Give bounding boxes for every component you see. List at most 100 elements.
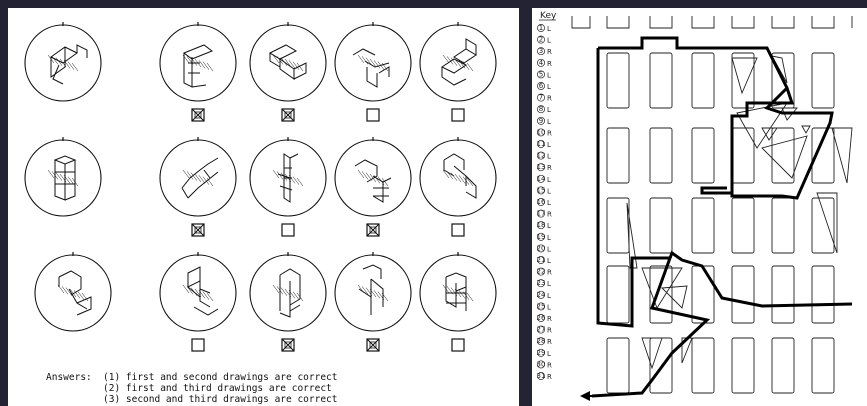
key-item-number: 17 [537, 210, 546, 218]
key-item-direction: R [547, 211, 552, 219]
city-block [692, 266, 714, 323]
answer-checkbox[interactable] [192, 339, 204, 351]
option-block-figure [273, 154, 303, 202]
key-item-number: 13 [537, 163, 546, 171]
key-item-direction: L [547, 153, 551, 161]
key-item-direction: R [547, 338, 552, 346]
triangle-obstacle [732, 58, 757, 93]
key-item: 3R [537, 47, 552, 56]
answer-checkbox[interactable] [192, 109, 204, 121]
city-block [692, 128, 714, 183]
key-item: 19L [537, 233, 551, 242]
key-item-number: 31 [537, 372, 546, 380]
key-item-direction: L [547, 25, 551, 33]
city-block [607, 266, 629, 323]
answers-label: Answers: [46, 372, 92, 383]
key-item-number: 28 [537, 337, 546, 345]
key-item-direction: L [547, 245, 551, 253]
triangle-obstacle [762, 136, 807, 178]
key-item-number: 15 [537, 186, 546, 194]
city-block [607, 128, 629, 183]
key-item: 31R [537, 372, 552, 381]
route-map-panel: Key 1L2L3R4R5L6L7R8L9L10R11L12L13R14L15L… [532, 8, 867, 406]
answer-checkbox[interactable] [367, 339, 379, 351]
key-item: 4R [537, 59, 552, 68]
option-block-figure [270, 45, 306, 79]
city-block [812, 266, 834, 323]
route-arrowhead-icon [580, 391, 590, 401]
key-item-direction: R [547, 129, 552, 137]
key-item-number: 29 [537, 349, 546, 357]
key-item-direction: R [547, 315, 552, 323]
answer-checkbox[interactable] [282, 339, 294, 351]
answer-checkbox[interactable] [367, 109, 379, 121]
key-item-number: 11 [537, 140, 546, 148]
key-item-direction: L [547, 280, 551, 288]
mental-rotation-figure: Answers: (1) first and second drawings a… [8, 8, 519, 406]
key-item-number: 6 [539, 82, 544, 90]
answer-checkbox[interactable] [282, 224, 294, 236]
key-item-direction: R [547, 60, 552, 68]
city-block [607, 53, 629, 108]
key-item-direction: L [547, 199, 551, 207]
answer-checkbox[interactable] [452, 339, 464, 351]
triangle-obstacle [802, 126, 810, 133]
city-block [650, 198, 672, 253]
key-item: 12L [537, 152, 551, 161]
city-block [772, 198, 794, 253]
option-block-figure [358, 265, 388, 315]
key-item-number: 5 [539, 70, 543, 78]
city-block [650, 16, 672, 28]
key-item-direction: L [547, 234, 551, 242]
key-item-direction: R [547, 95, 552, 103]
city-block [812, 198, 834, 253]
key-item-direction: L [547, 71, 551, 79]
answer-checkbox[interactable] [452, 224, 464, 236]
answer-checkbox[interactable] [192, 224, 204, 236]
answer-checkbox[interactable] [282, 109, 294, 121]
triangle-obstacle [662, 286, 687, 308]
key-item-number: 21 [537, 256, 546, 264]
key-item-direction: L [547, 303, 551, 311]
key-item-direction: R [547, 327, 552, 335]
key-item-direction: L [547, 106, 551, 114]
key-item-number: 2 [539, 36, 543, 44]
answer-checkbox[interactable] [367, 224, 379, 236]
key-item-direction: L [547, 83, 551, 91]
city-block [692, 53, 714, 108]
key-title: Key [540, 11, 557, 21]
answer-checkbox[interactable] [452, 109, 464, 121]
triangle-obstacle [832, 128, 852, 183]
key-item-number: 19 [537, 233, 546, 241]
key-item-direction: R [547, 269, 552, 277]
key-item-direction: L [547, 292, 551, 300]
key-item-direction: L [547, 350, 551, 358]
answer-1: (1) first and second drawings are correc… [103, 372, 338, 383]
city-block [812, 53, 834, 108]
city-block [772, 16, 794, 28]
key-item: 27R [537, 326, 552, 335]
key-item-number: 3 [539, 47, 543, 55]
key-item: 20L [537, 244, 551, 253]
city-block [732, 16, 754, 28]
key-item-number: 4 [539, 59, 544, 67]
option-block-figure [353, 49, 389, 87]
answer-3: (3) second and third drawings are correc… [103, 394, 338, 405]
city-block [607, 198, 629, 253]
key-item-direction: L [547, 187, 551, 195]
route-path-3 [670, 253, 852, 306]
city-block [692, 198, 714, 253]
key-item-direction: L [547, 257, 551, 265]
city-block [812, 338, 834, 393]
key-item-number: 27 [537, 326, 546, 334]
